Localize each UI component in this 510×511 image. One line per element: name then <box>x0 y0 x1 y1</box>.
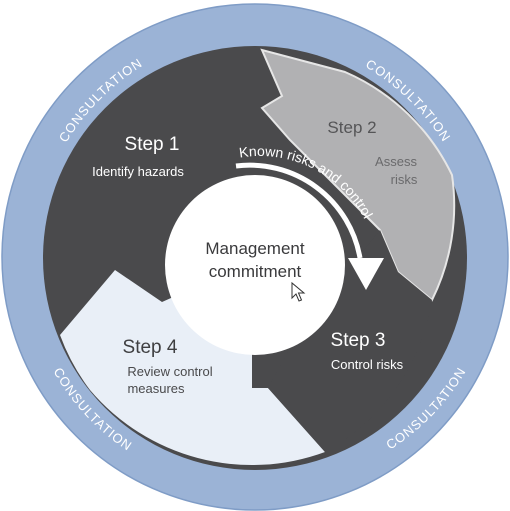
known-risks-arrowhead <box>348 258 384 290</box>
center-circle <box>165 175 345 355</box>
center-title-line-1: Management <box>205 239 305 258</box>
step-1-description: Identify hazards <box>92 164 184 179</box>
step-3-title: Step 3 <box>331 330 386 351</box>
step-3-description: Control risks <box>331 357 404 372</box>
step-4-title: Step 4 <box>123 337 178 358</box>
step-4-description-line-2: measures <box>127 381 185 396</box>
step-2-description-line-1: Assess <box>375 154 417 169</box>
step-4-description-line-1: Review control <box>127 364 212 379</box>
step-2-title: Step 2 <box>327 118 376 137</box>
center-title-line-2: commitment <box>209 262 302 281</box>
step-3-segment <box>268 230 432 452</box>
step-2-description-line-2: risks <box>391 172 418 187</box>
step-4-segment <box>60 262 325 466</box>
mouse-cursor-icon <box>291 281 306 302</box>
step-1-title: Step 1 <box>125 134 180 155</box>
known-risks-arrow <box>235 162 363 259</box>
